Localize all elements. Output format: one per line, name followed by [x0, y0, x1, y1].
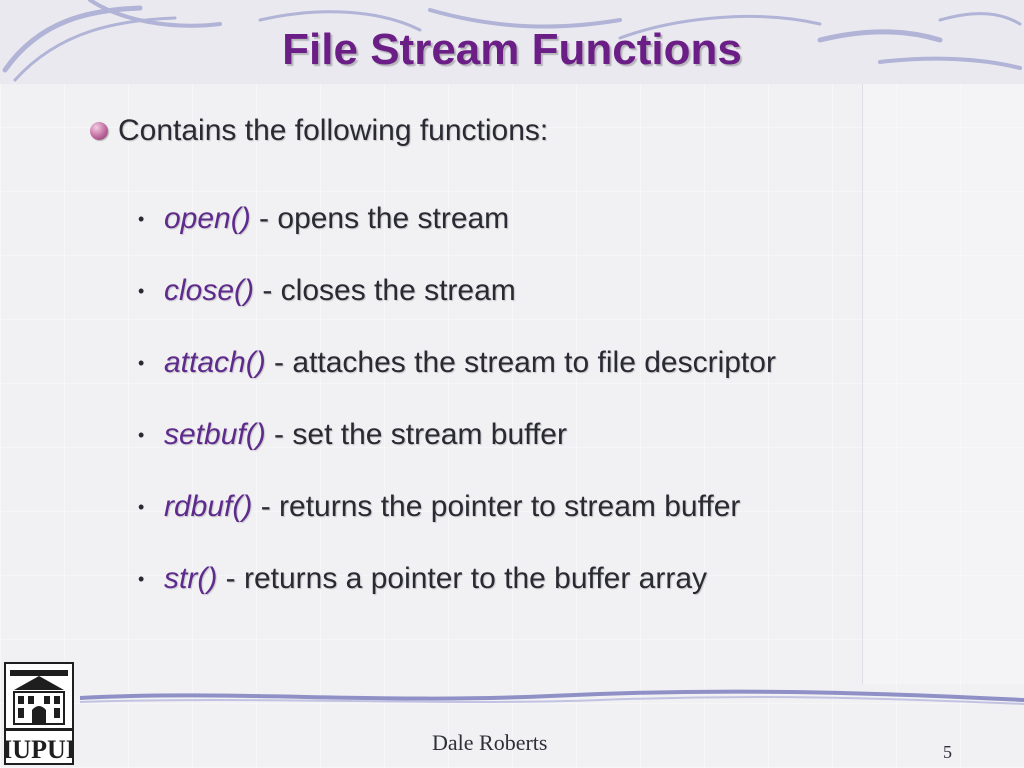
function-description: - closes the stream: [254, 274, 516, 307]
title-band: [0, 0, 1024, 84]
function-description: - set the stream buffer: [265, 418, 567, 451]
function-name: close(): [164, 274, 255, 307]
lead-bullet-point: Contains the following functions:: [90, 112, 548, 150]
list-item-text: attach() - attaches the stream to file d…: [164, 344, 776, 382]
list-item: • rdbuf() - returns the pointer to strea…: [138, 471, 878, 543]
list-item: • setbuf() - set the stream buffer: [138, 399, 878, 471]
function-name: rdbuf(): [164, 490, 253, 523]
decorative-swirl-header: [2, 0, 1022, 82]
function-name: str(): [164, 562, 218, 595]
list-item: • attach() - attaches the stream to file…: [138, 327, 878, 399]
logo-text: IUPUI: [4, 735, 74, 764]
footer-author: Dale Roberts: [432, 730, 548, 755]
function-name: attach(): [164, 346, 266, 379]
list-item-text: open() - opens the stream: [164, 200, 509, 238]
list-item-text: str() - returns a pointer to the buffer …: [164, 560, 707, 598]
small-dot-bullet-icon: •: [138, 281, 145, 301]
small-dot-bullet-icon: •: [138, 209, 145, 229]
pink-sphere-bullet-icon: [90, 122, 108, 140]
slide-title: File Stream Functions: [282, 25, 742, 74]
list-item: • str() - returns a pointer to the buffe…: [138, 543, 878, 615]
list-item-text: close() - closes the stream: [164, 272, 516, 310]
list-item-text: rdbuf() - returns the pointer to stream …: [164, 488, 740, 526]
function-description: - returns the pointer to stream buffer: [252, 490, 741, 523]
list-item: • open() - opens the stream: [138, 183, 878, 255]
function-list: • open() - opens the stream • close() - …: [138, 183, 878, 615]
function-description: - returns a pointer to the buffer array: [217, 562, 708, 595]
page-number: 5: [943, 742, 952, 762]
lead-text: Contains the following functions:: [118, 114, 549, 147]
right-panel-texture: [862, 84, 1024, 684]
small-dot-bullet-icon: •: [138, 569, 145, 589]
small-dot-bullet-icon: •: [138, 497, 145, 517]
list-item: • close() - closes the stream: [138, 255, 878, 327]
small-dot-bullet-icon: •: [138, 425, 145, 445]
iupui-logo-icon: IUPUI: [4, 662, 74, 765]
function-description: - attaches the stream to file descriptor: [265, 346, 776, 379]
function-description: - opens the stream: [250, 202, 510, 235]
function-name: open(): [164, 202, 251, 235]
list-item-text: setbuf() - set the stream buffer: [164, 416, 567, 454]
small-dot-bullet-icon: •: [138, 353, 145, 373]
function-name: setbuf(): [164, 418, 266, 451]
footer-swirl-line: [80, 689, 1024, 705]
